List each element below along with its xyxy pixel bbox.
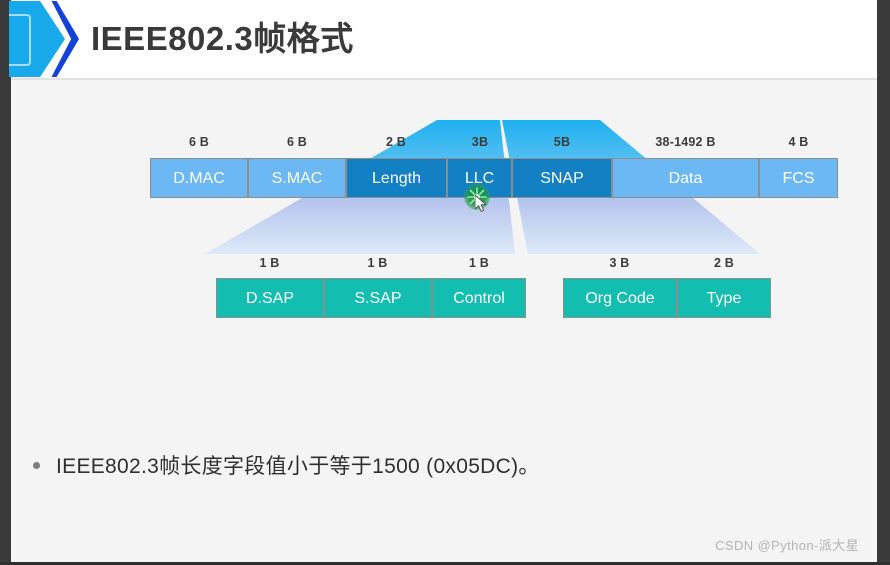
llc-field-dsap[interactable]: D.SAP xyxy=(216,278,324,318)
size-label-dmac: 6 B xyxy=(188,135,210,149)
header-divider xyxy=(11,78,877,80)
snap-field-org-code[interactable]: Org Code xyxy=(563,278,677,318)
llc-field-control[interactable]: Control xyxy=(432,278,526,318)
size-label-snap: 5B xyxy=(553,135,571,149)
bullet-list-item: IEEE802.3帧长度字段值小于等于1500 (0x05DC)。 xyxy=(33,450,833,480)
size-label-dsap: 1 B xyxy=(259,256,280,270)
slide-body: 6 B 6 B 2 B 3B 5B 38-1492 B 4 B D.MAC S.… xyxy=(11,80,877,562)
size-label-orgcode: 3 B xyxy=(609,256,630,270)
size-label-smac: 6 B xyxy=(286,135,308,149)
size-label-llc: 3B xyxy=(471,135,489,149)
size-label-ssap: 1 B xyxy=(367,256,388,270)
logo-inner-outline xyxy=(9,14,31,66)
capture-edge-bottom xyxy=(0,562,890,565)
capture-edge-right xyxy=(877,0,890,565)
frame-field-llc[interactable]: LLC xyxy=(447,158,512,198)
frame-field-snap[interactable]: SNAP xyxy=(512,158,612,198)
slide-header: IEEE802.3帧格式 xyxy=(9,0,877,80)
frame-field-fcs[interactable]: FCS xyxy=(759,158,838,198)
size-label-fcs: 4 B xyxy=(788,135,809,149)
llc-field-ssap[interactable]: S.SAP xyxy=(324,278,432,318)
slide-canvas: IEEE802.3帧格式 xyxy=(9,0,877,562)
frame-field-length[interactable]: Length xyxy=(346,158,447,198)
page-title: IEEE802.3帧格式 xyxy=(91,20,354,57)
frame-field-smac[interactable]: S.MAC xyxy=(248,158,346,198)
capture-edge-left xyxy=(0,0,11,565)
size-label-control: 1 B xyxy=(468,256,490,270)
frame-format-diagram: 6 B 6 B 2 B 3B 5B 38-1492 B 4 B D.MAC S.… xyxy=(11,80,877,340)
hexagon-chevron-logo-icon xyxy=(9,1,81,77)
mouse-pointer-icon xyxy=(475,195,488,212)
header-band xyxy=(11,0,877,78)
bullet-dot-icon xyxy=(33,461,40,469)
size-label-length: 2 B xyxy=(385,135,407,149)
frame-field-data[interactable]: Data xyxy=(612,158,759,198)
bullet-text: IEEE802.3帧长度字段值小于等于1500 (0x05DC)。 xyxy=(56,455,540,478)
size-label-data: 38-1492 B xyxy=(655,135,716,149)
frame-field-dmac[interactable]: D.MAC xyxy=(150,158,248,198)
size-label-type: 2 B xyxy=(713,256,735,270)
watermark: CSDN @Python-派大星 xyxy=(715,538,859,553)
snap-field-type[interactable]: Type xyxy=(677,278,771,318)
